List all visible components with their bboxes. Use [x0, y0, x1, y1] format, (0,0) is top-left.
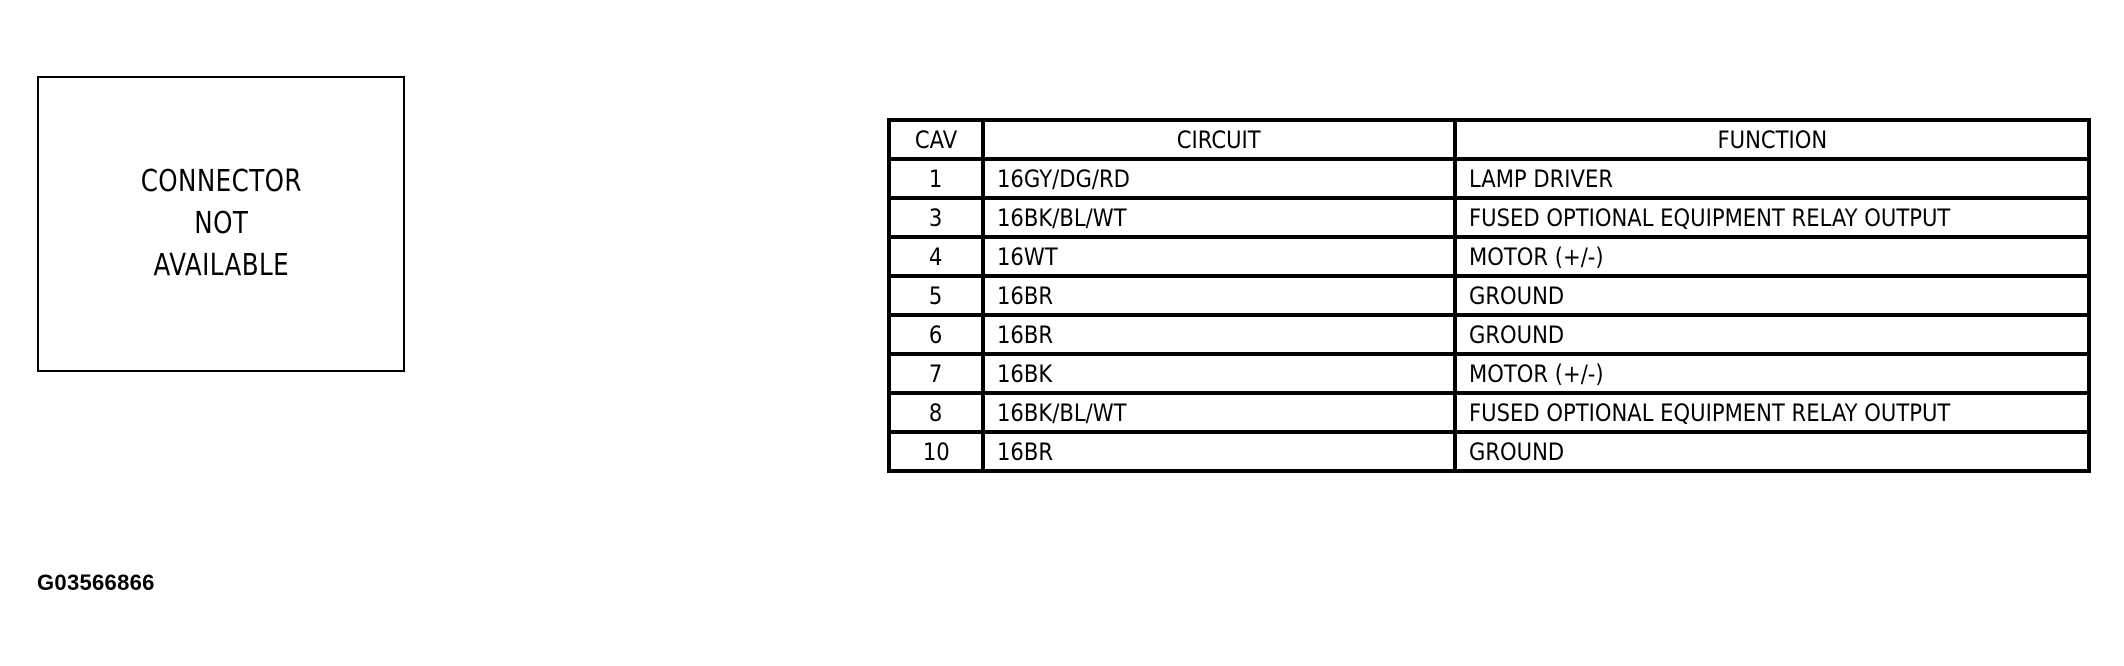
cell-function: MOTOR (+/-) — [1453, 235, 2091, 278]
cell-cav: 4 — [887, 235, 985, 278]
connector-line-1: CONNECTOR — [140, 164, 302, 199]
cell-circuit: 16BR — [981, 274, 1457, 317]
cell-circuit: 16BR — [981, 430, 1457, 473]
cell-function: MOTOR (+/-) — [1453, 352, 2091, 395]
cell-cav: 6 — [887, 313, 985, 356]
cell-function: FUSED OPTIONAL EQUIPMENT RELAY OUTPUT — [1453, 391, 2091, 434]
table-header-row: CAV CIRCUIT FUNCTION — [887, 118, 2091, 161]
connector-line-2: NOT — [193, 206, 249, 241]
connector-placeholder-text: CONNECTOR NOT AVAILABLE — [140, 161, 301, 287]
header-circuit: CIRCUIT — [981, 118, 1457, 161]
cell-circuit: 16WT — [981, 235, 1457, 278]
cell-function: GROUND — [1453, 274, 2091, 317]
cell-cav: 5 — [887, 274, 985, 317]
cell-circuit: 16BK/BL/WT — [981, 196, 1457, 239]
cell-cav: 8 — [887, 391, 985, 434]
cell-cav: 10 — [887, 430, 985, 473]
cell-cav: 7 — [887, 352, 985, 395]
cell-function: GROUND — [1453, 313, 2091, 356]
header-cav: CAV — [887, 118, 985, 161]
cell-circuit: 16GY/DG/RD — [981, 157, 1457, 200]
figure-id: G03566866 — [37, 570, 155, 595]
cell-function: FUSED OPTIONAL EQUIPMENT RELAY OUTPUT — [1453, 196, 2091, 239]
cell-function: LAMP DRIVER — [1453, 157, 2091, 200]
connector-placeholder-box: CONNECTOR NOT AVAILABLE — [37, 76, 405, 372]
cell-function: GROUND — [1453, 430, 2091, 473]
cell-circuit: 16BK/BL/WT — [981, 391, 1457, 434]
cell-cav: 1 — [887, 157, 985, 200]
cell-cav: 3 — [887, 196, 985, 239]
cell-circuit: 16BK — [981, 352, 1457, 395]
header-function: FUNCTION — [1453, 118, 2091, 161]
connector-line-3: AVAILABLE — [153, 248, 289, 283]
cell-circuit: 16BR — [981, 313, 1457, 356]
